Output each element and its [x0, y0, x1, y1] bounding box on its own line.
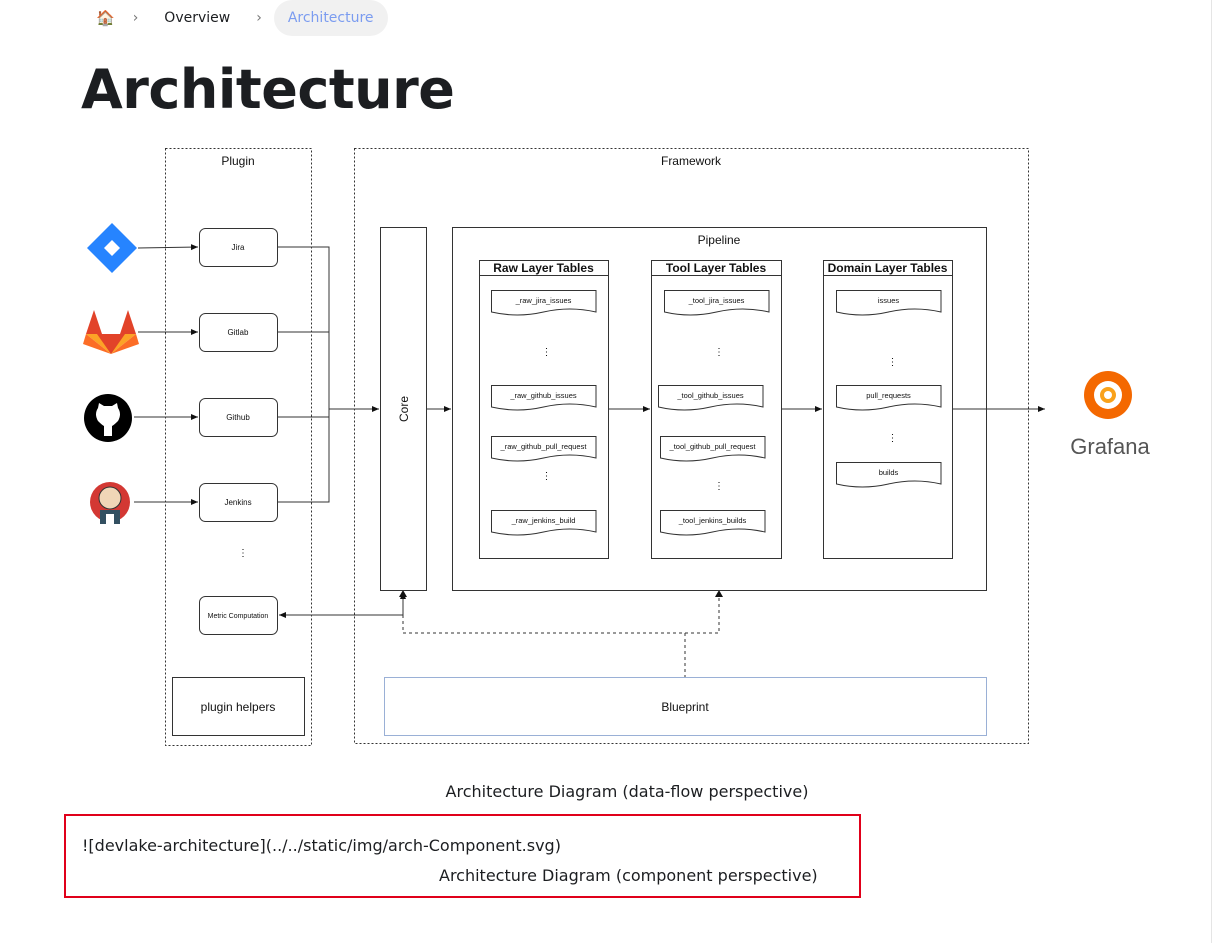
table-name: _raw_github_issues	[509, 391, 577, 400]
metric-computation-box	[199, 596, 278, 635]
table-document	[491, 290, 597, 316]
plugin-box-jenkins	[199, 483, 278, 522]
raw-layer-title: Raw Layer Tables	[493, 261, 594, 275]
plugin-helpers-label: plugin helpers	[201, 700, 276, 714]
plugin-box-gitlab	[199, 313, 278, 352]
chevron-right-icon: ›	[132, 10, 139, 26]
plugin-box-jira	[199, 228, 278, 267]
ellipsis: ⋮	[888, 357, 898, 368]
gitlab-logo	[83, 310, 139, 354]
breadcrumb-overview[interactable]: Overview	[164, 10, 231, 26]
metric-computation-label: Metric Computation	[208, 613, 269, 620]
table-name: _tool_github_issues	[676, 391, 744, 400]
ellipsis: ⋮	[542, 471, 552, 482]
table-name: _raw_github_pull_request	[500, 442, 588, 451]
table-name: _raw_jenkins_build	[511, 516, 576, 525]
ellipsis: ⋮	[542, 347, 552, 358]
jenkins-logo	[90, 482, 130, 526]
pipeline-box	[452, 227, 987, 591]
plugin-title: Plugin	[221, 154, 254, 168]
breadcrumb-architecture: Architecture	[273, 0, 388, 36]
plugin-group	[165, 148, 312, 746]
framework-group	[354, 148, 1029, 744]
table-document	[836, 290, 942, 316]
chevron-right-icon: ›	[256, 10, 262, 26]
core-label: Core	[397, 396, 411, 422]
table-document	[660, 510, 766, 536]
table-document	[491, 385, 597, 411]
domain-layer-title: Domain Layer Tables	[828, 261, 948, 275]
github-logo	[84, 394, 132, 442]
table-document	[491, 510, 597, 536]
page-title: Architecture	[81, 58, 455, 121]
table-name: _tool_github_pull_request	[669, 442, 757, 451]
blueprint-box	[384, 677, 987, 736]
table-name: builds	[879, 468, 899, 477]
ellipsis: ⋮	[888, 433, 898, 444]
plugin-label: Jira	[232, 243, 245, 252]
grafana-logo	[1084, 371, 1132, 419]
plugin-label: Jenkins	[224, 498, 251, 507]
table-document	[660, 436, 766, 462]
core-box	[380, 227, 427, 591]
table-document	[658, 385, 764, 411]
source-arrows	[134, 244, 1045, 618]
highlighted-region: ![devlake-architecture](../../static/img…	[64, 814, 861, 898]
table-name: pull_requests	[866, 391, 911, 400]
table-document	[664, 290, 770, 316]
ellipsis: ⋮	[714, 347, 724, 358]
table-name: issues	[878, 296, 900, 305]
framework-title: Framework	[661, 154, 722, 168]
jira-logo	[87, 223, 137, 273]
table-document	[836, 462, 942, 488]
tool-layer-title: Tool Layer Tables	[666, 261, 767, 275]
plugin-box-github	[199, 398, 278, 437]
blueprint-label: Blueprint	[661, 700, 709, 714]
breadcrumb: 🏠 › Overview › Architecture	[90, 0, 388, 36]
blueprint-connectors	[402, 592, 720, 677]
table-name: _tool_jenkins_builds	[678, 516, 747, 525]
ellipsis: ⋮	[714, 481, 724, 492]
plugin-helpers-box	[172, 677, 305, 736]
table-document	[491, 436, 597, 462]
plugin-label: Gitlab	[228, 328, 249, 337]
image-markdown-text: ![devlake-architecture](../../static/img…	[82, 836, 561, 855]
scrollbar[interactable]	[1211, 0, 1224, 943]
home-icon[interactable]: 🏠	[96, 9, 115, 27]
table-document	[836, 385, 942, 411]
ellipsis: ⋮	[238, 548, 248, 559]
table-name: _raw_jira_issues	[515, 296, 572, 305]
grafana-label: Grafana	[1070, 434, 1150, 459]
diagram-caption: Architecture Diagram (data-flow perspect…	[445, 782, 809, 801]
component-diagram-caption: Architecture Diagram (component perspect…	[439, 866, 818, 885]
table-name: _tool_jira_issues	[688, 296, 745, 305]
pipeline-title: Pipeline	[698, 233, 741, 247]
plugin-label: Github	[226, 413, 250, 422]
